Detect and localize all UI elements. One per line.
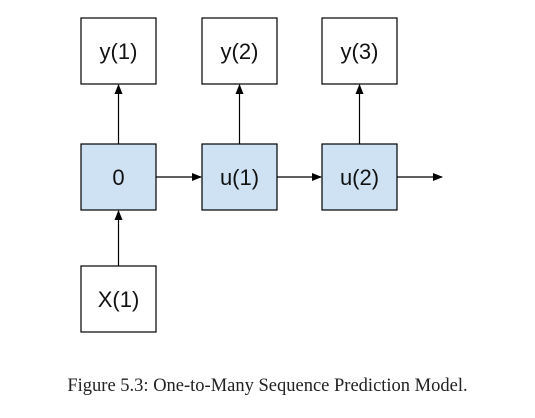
output-box-3: [321, 17, 398, 85]
output-label-1: y(1): [100, 39, 138, 64]
output-node-3: y(3): [321, 17, 398, 85]
state-label-2: u(1): [220, 165, 259, 190]
input-box: [80, 265, 157, 333]
input-node: X(1): [80, 265, 157, 333]
output-node-2: y(2): [201, 17, 278, 85]
state-node-3: u(2): [321, 143, 398, 211]
state-label-3: u(2): [340, 165, 379, 190]
output-box-2: [201, 17, 278, 85]
output-label-2: y(2): [221, 39, 259, 64]
state-node-1: 0: [80, 143, 157, 211]
state-box-3: [321, 143, 398, 211]
figure-caption: Figure 5.3: One-to-Many Sequence Predict…: [67, 376, 468, 396]
input-label: X(1): [98, 287, 140, 312]
state-label-1: 0: [112, 165, 124, 190]
output-label-3: y(3): [341, 39, 379, 64]
state-box-2: [201, 143, 278, 211]
output-node-1: y(1): [80, 17, 157, 85]
output-box-1: [80, 17, 157, 85]
state-node-2: u(1): [201, 143, 278, 211]
